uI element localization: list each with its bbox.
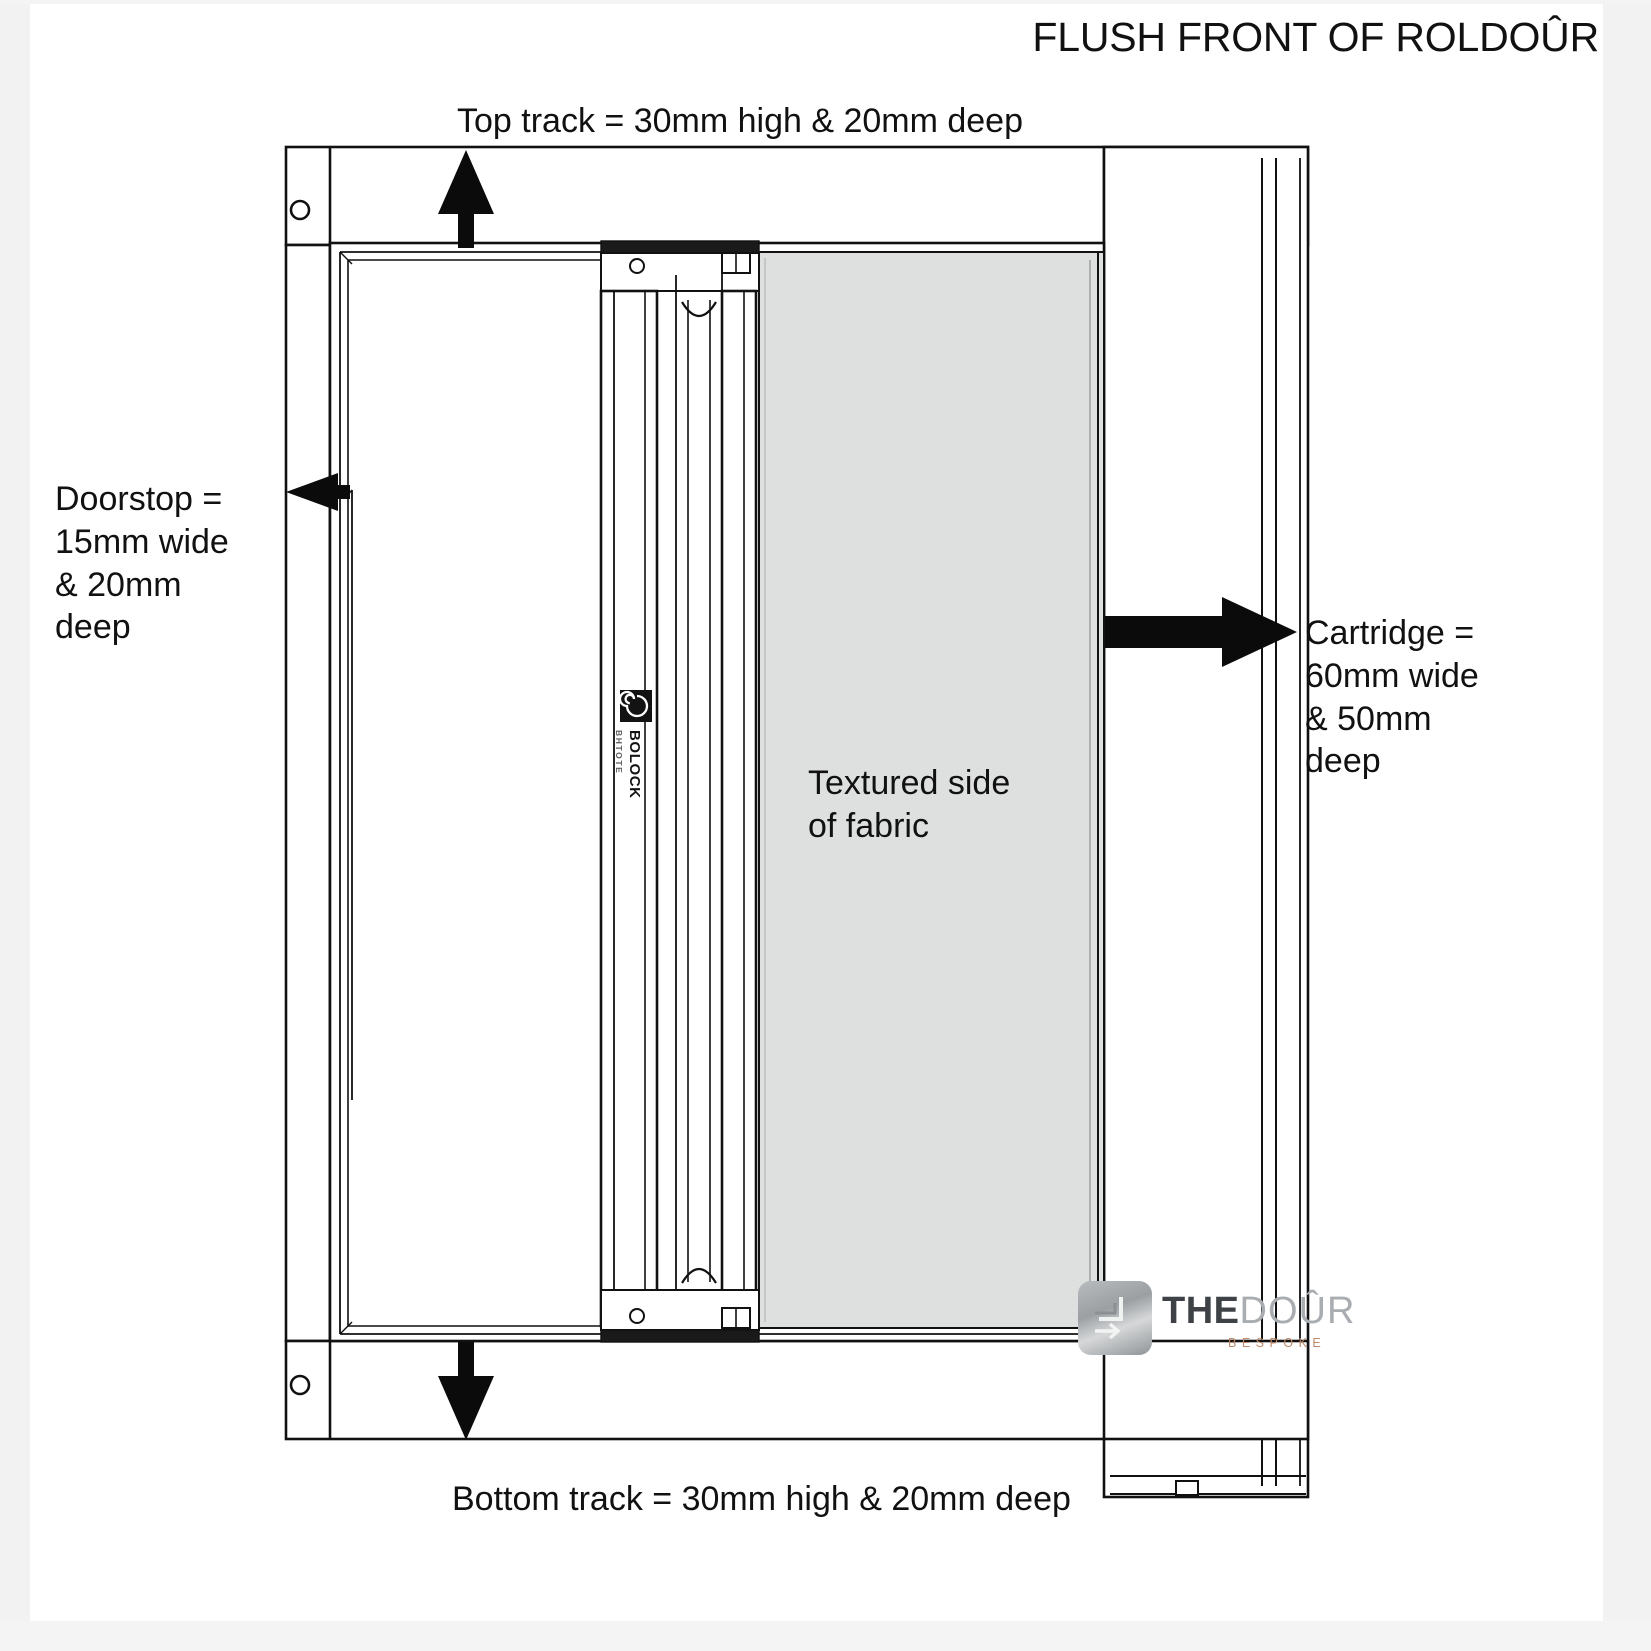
page-edge-right bbox=[1603, 0, 1651, 1651]
thedour-logo-icon bbox=[1078, 1281, 1152, 1355]
label-top-track: Top track = 30mm high & 20mm deep bbox=[457, 102, 1023, 140]
label-doorstop: Doorstop = 15mm wide & 20mm deep bbox=[55, 480, 229, 647]
page-edge-top bbox=[0, 0, 1651, 4]
brand-bespoke: BESPOKE bbox=[1228, 1336, 1327, 1351]
page-edge-bottom bbox=[0, 1621, 1651, 1651]
label-textured-fabric: Textured side of fabric bbox=[808, 764, 1011, 845]
brand-the: THE bbox=[1162, 1290, 1240, 1333]
arrow-in-bracket-icon bbox=[1095, 1297, 1123, 1340]
brand-watermark: THE DOÛR BESPOKE bbox=[1078, 1272, 1378, 1364]
brand-wordmark: THE DOÛR BESPOKE bbox=[1162, 1286, 1355, 1350]
brand-dour: DOÛR bbox=[1239, 1290, 1356, 1333]
page-title: FLUSH FRONT OF ROLDOÛR bbox=[1032, 14, 1599, 60]
label-cartridge: Cartridge = 60mm wide & 50mm deep bbox=[1305, 614, 1479, 781]
page-edge-left bbox=[0, 0, 30, 1651]
label-bottom-track: Bottom track = 30mm high & 20mm deep bbox=[452, 1480, 1071, 1518]
